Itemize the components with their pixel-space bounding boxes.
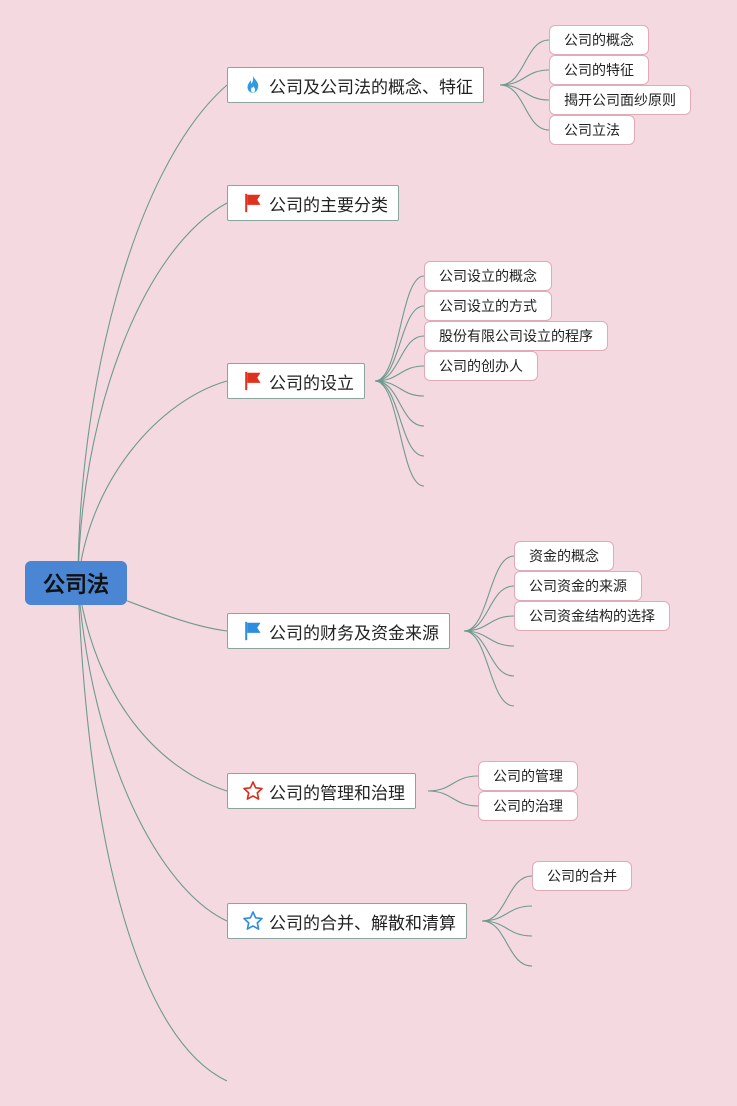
red-flag-icon <box>242 192 264 214</box>
blue-star-icon <box>242 910 264 932</box>
subtopic-label: 公司设立的方式 <box>439 299 537 315</box>
topic-6-connectors <box>481 875 533 967</box>
root-label: 公司法 <box>42 573 109 598</box>
subtopic-node[interactable]: 公司的治理 <box>478 791 578 821</box>
topic-3-connectors <box>374 275 425 487</box>
subtopic-label: 公司的概念 <box>564 33 634 49</box>
subtopic-node[interactable]: 公司资金的来源 <box>514 571 642 601</box>
subtopic-node[interactable]: 公司的创办人 <box>424 351 538 381</box>
fire-icon <box>242 74 264 96</box>
empty-branch <box>374 380 425 397</box>
subtopic-label: 公司的治理 <box>493 799 563 815</box>
topic-node[interactable]: 公司的主要分类 <box>227 185 399 221</box>
subtopic-node[interactable]: 股份有限公司设立的程序 <box>424 321 608 351</box>
topic-node[interactable]: 公司的设立 <box>227 363 365 399</box>
topic-node[interactable]: 公司的合并、解散和清算 <box>227 903 467 939</box>
empty-branch <box>463 630 515 677</box>
empty-branch <box>374 380 425 457</box>
empty-branch <box>481 920 533 967</box>
root-to-topic-2 <box>77 202 228 584</box>
subtopic-node[interactable]: 公司设立的方式 <box>424 291 552 321</box>
topic-5-connectors <box>427 775 479 807</box>
red-star-icon <box>242 780 264 802</box>
topic-label: 公司的主要分类 <box>269 195 388 216</box>
subtopic-label: 公司的合并 <box>547 869 617 885</box>
subtopic-node[interactable]: 公司的管理 <box>478 761 578 791</box>
empty-branch <box>481 905 533 922</box>
root-node[interactable]: 公司法 <box>25 561 127 605</box>
subtopic-label: 资金的概念 <box>529 549 599 565</box>
empty-branch <box>463 630 515 647</box>
root-to-topic-5 <box>77 582 228 792</box>
subtopic-label: 公司的创办人 <box>439 359 523 375</box>
root-to-topic-6 <box>77 582 228 922</box>
subtopic-label: 公司资金结构的选择 <box>529 609 655 625</box>
empty-branch <box>374 380 425 487</box>
subtopic-node[interactable]: 公司资金结构的选择 <box>514 601 670 631</box>
topic-node[interactable]: 公司及公司法的概念、特征 <box>227 67 484 103</box>
topic-label: 公司的财务及资金来源 <box>269 623 439 644</box>
topic-node[interactable]: 公司的财务及资金来源 <box>227 613 450 649</box>
empty-branch <box>463 630 515 707</box>
root-to-topic-3 <box>77 380 228 584</box>
subtopic-node[interactable]: 公司的概念 <box>549 25 649 55</box>
blue-flag-icon <box>242 620 264 642</box>
empty-branch <box>481 920 533 937</box>
topic-4-connectors <box>463 555 515 707</box>
topic-1-connectors <box>499 39 550 131</box>
root-to-trailing-empty <box>77 582 228 1082</box>
subtopic-label: 公司立法 <box>564 123 620 139</box>
topic-label: 公司的管理和治理 <box>269 783 405 804</box>
subtopic-node[interactable]: 揭开公司面纱原则 <box>549 85 691 115</box>
red-flag-icon <box>242 370 264 392</box>
subtopic-label: 公司资金的来源 <box>529 579 627 595</box>
subtopic-node[interactable]: 公司的合并 <box>532 861 632 891</box>
topic-label: 公司的合并、解散和清算 <box>269 913 456 934</box>
subtopic-label: 公司设立的概念 <box>439 269 537 285</box>
topic-label: 公司及公司法的概念、特征 <box>269 77 473 98</box>
subtopic-node[interactable]: 公司的特征 <box>549 55 649 85</box>
subtopic-label: 揭开公司面纱原则 <box>564 93 676 109</box>
subtopic-node[interactable]: 公司立法 <box>549 115 635 145</box>
root-to-topic-1 <box>77 84 228 584</box>
subtopic-label: 公司的特征 <box>564 63 634 79</box>
empty-branch <box>374 380 425 427</box>
topic-node[interactable]: 公司的管理和治理 <box>227 773 416 809</box>
subtopic-node[interactable]: 公司设立的概念 <box>424 261 552 291</box>
subtopic-label: 公司的管理 <box>493 769 563 785</box>
topic-label: 公司的设立 <box>269 373 354 394</box>
subtopic-node[interactable]: 资金的概念 <box>514 541 614 571</box>
subtopic-label: 股份有限公司设立的程序 <box>439 329 593 345</box>
